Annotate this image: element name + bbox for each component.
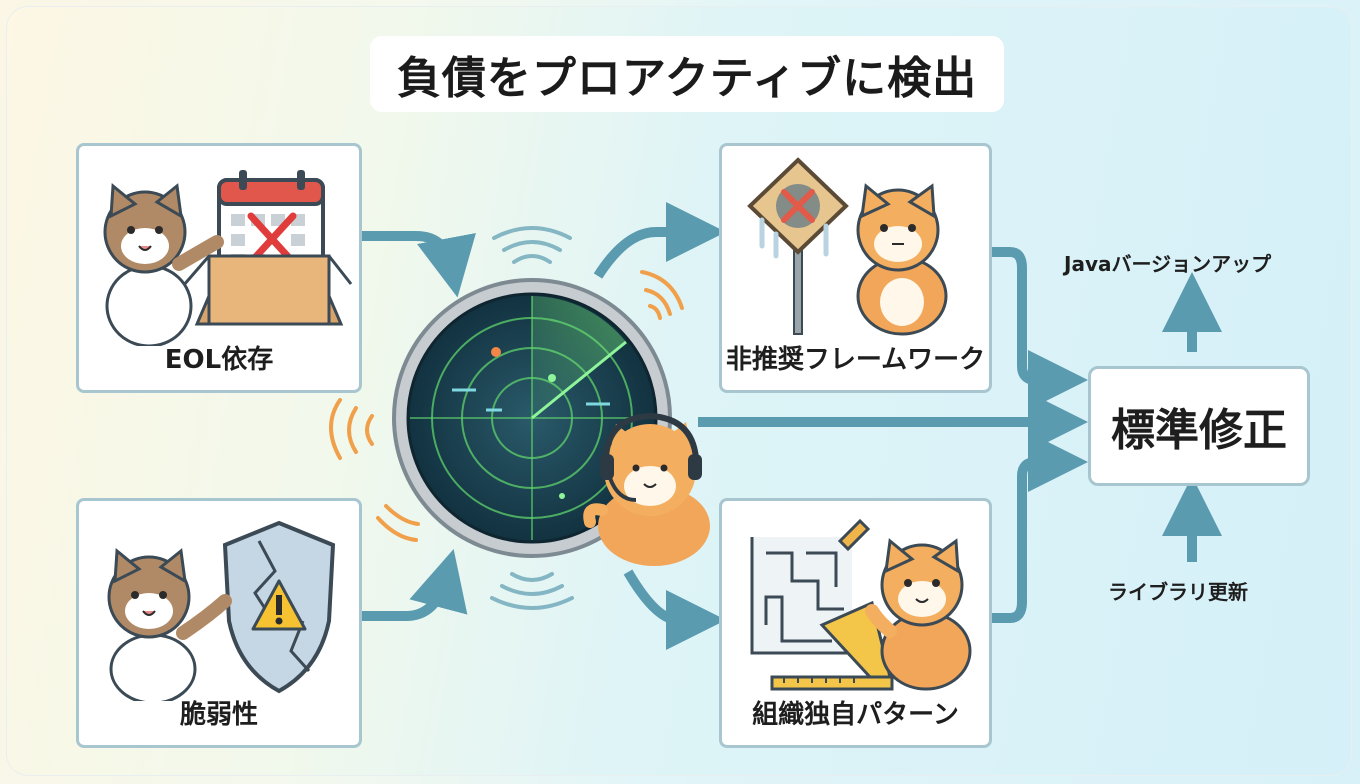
output-library-update-label: ライブラリ更新 [1108,580,1248,604]
arrow-deprecated-to-fix [988,247,1088,410]
card-vulnerability-label: 脆弱性 [179,700,258,730]
card-vulnerability: 脆弱性 [76,498,362,748]
flow-layer [329,202,1222,650]
calendar-box-cat-icon [103,170,353,346]
card-eol: EOL依存 [76,143,362,393]
standard-fix-box: 標準修正 [1088,366,1310,486]
card-eol-label: EOL依存 [164,345,274,375]
blueprint-ruler-cat-icon [750,518,972,691]
card-org-pattern: 組織独自パターン [719,498,992,748]
signal-waves-right [640,270,684,320]
card-deprecated-framework-label: 非推奨フレームワーク [725,345,986,375]
output-java-upgrade-label: Javaバージョンアップ [1064,252,1272,276]
signal-waves-bottom [490,572,574,610]
diagram-canvas: 負債をプロアクティブに検出 [6,6,1352,776]
broken-sign-cat-icon [747,157,948,336]
signal-waves-top [492,226,572,264]
page-title: 負債をプロアクティブに検出 [370,36,1004,112]
arrow-radar-to-deprecated [593,202,726,279]
operator-cat-icon [583,412,710,566]
arrow-vuln-to-radar [358,548,468,621]
arrow-eol-to-radar [358,231,476,298]
card-org-pattern-label: 組織独自パターン [752,700,959,730]
signal-waves-left [329,398,420,542]
radar-icon [392,278,672,558]
card-deprecated-framework: 非推奨フレームワーク [719,143,992,393]
arrow-radar-to-org [623,569,726,650]
arrow-org-to-fix [988,432,1088,623]
cracked-shield-cat-icon [107,520,336,701]
